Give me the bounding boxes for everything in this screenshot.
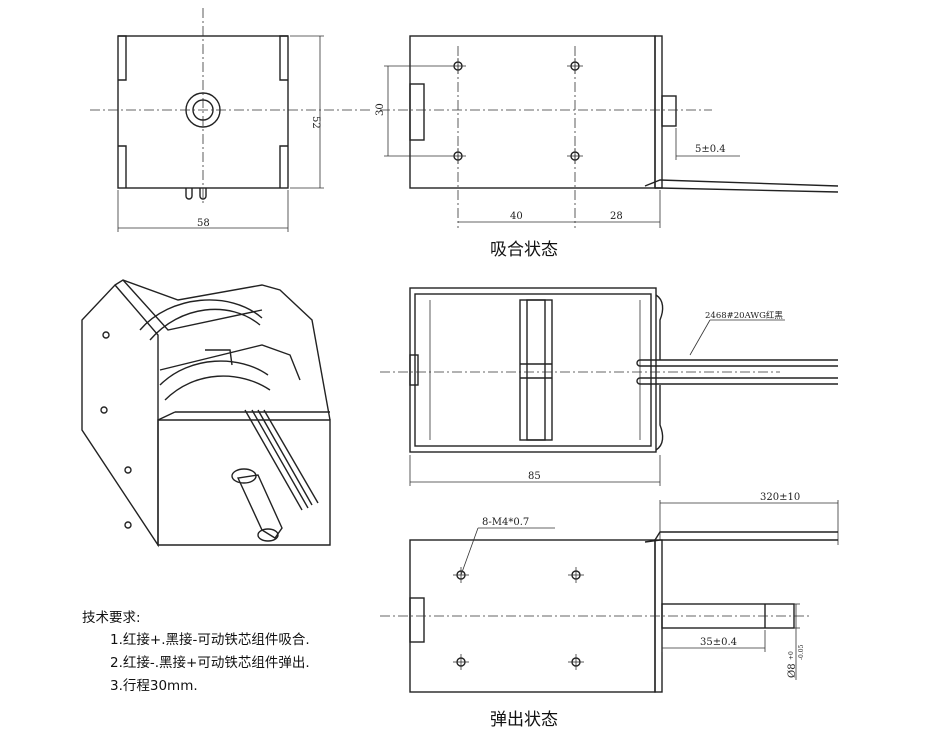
- caption-closed-state: 吸合状态: [490, 240, 558, 260]
- requirements-title: 技术要求:: [82, 610, 141, 626]
- dim-wire-spec: 2468#20AWG红黑: [705, 310, 783, 321]
- dim-shaft-tol-lower: -0.05: [798, 644, 805, 660]
- dim-width-58: 58: [197, 218, 210, 229]
- caption-ejected-state: 弹出状态: [490, 710, 558, 730]
- dim-holes: 8-M4*0.7: [482, 517, 529, 528]
- requirement-item: 1.红接+.黑接-可动铁芯组件吸合.: [110, 631, 310, 648]
- dim-length-85: 85: [528, 471, 541, 482]
- side-view-ejected: [380, 500, 839, 693]
- dim-shaft-dia: Ø8: [787, 663, 798, 678]
- section-view: [380, 287, 838, 486]
- dim-shaft-extend: 35±0.4: [700, 637, 737, 648]
- front-view: [90, 8, 370, 232]
- dim-height-52: 52: [310, 116, 321, 129]
- requirement-item: 2.红接-.黑接+可动铁芯组件弹出.: [110, 654, 310, 671]
- side-view-closed: [380, 35, 839, 228]
- dim-shaft-tol-upper: +0: [788, 651, 795, 660]
- dim-stroke-30: 30: [375, 103, 386, 116]
- dim-spacing-40: 40: [510, 211, 523, 222]
- dim-lead-length: 320±10: [760, 492, 800, 503]
- dim-offset-28: 28: [610, 211, 623, 222]
- requirement-item: 3.行程30mm.: [110, 678, 198, 694]
- dim-plunger-5: 5±0.4: [695, 144, 726, 155]
- isometric-view: [81, 279, 331, 548]
- technical-requirements: 技术要求: 1.红接+.黑接-可动铁芯组件吸合. 2.红接-.黑接+可动铁芯组件…: [82, 610, 310, 694]
